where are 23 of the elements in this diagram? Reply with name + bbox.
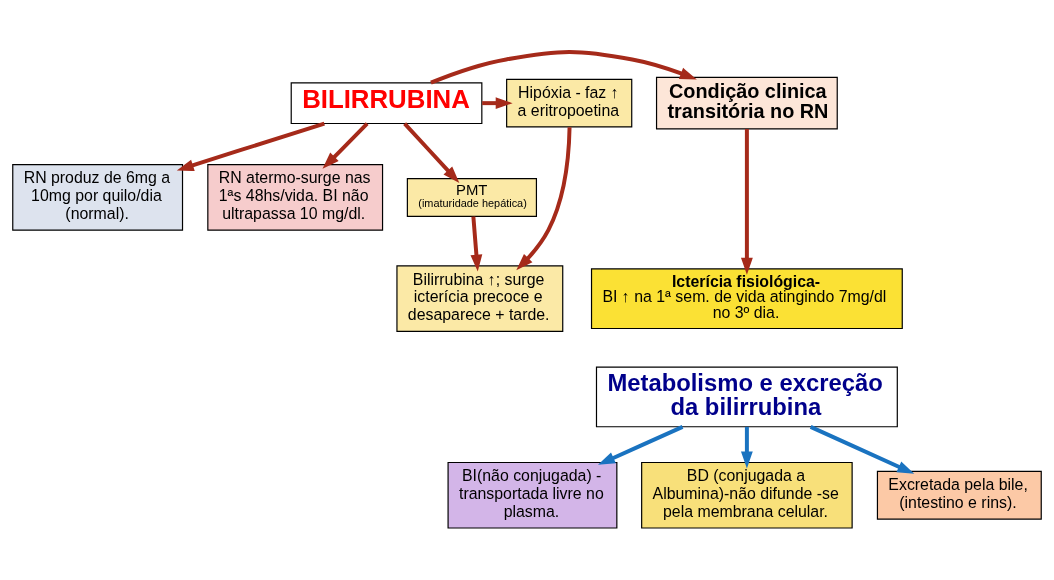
node-box: Condição clinica transitória no RN [655,76,838,130]
arrow [403,122,460,183]
node-box: Metabolismo e excreção da bilirrubina [595,366,898,428]
arrow [482,97,513,110]
node-box: BILIRRUBINA [290,82,483,125]
arrow [598,425,684,465]
node-box: RN produz de 6mg a 10mg por quilo/dia (normal). [12,164,184,231]
arrow [809,425,915,474]
arrow [740,426,753,469]
arrow [470,216,483,272]
arrow [322,122,369,169]
arrow [430,50,697,85]
node-box: Excretada pela bile, (intestino e rins). [876,470,1042,520]
node-box: Bilirrubina ↑; surge icterícia precoce e desaparece + tarde. [396,265,564,333]
node-box: RN atermo-surge nas 1ªs 48hs/vida. BI não ultrapassa 10 mg/dl. [207,164,384,231]
node-box: Hipóxia - faz ↑ a eritropoetina [506,78,633,128]
node-box: Icterícia fisiológica- BI ↑ na 1ª sem. de vida atingindo 7mg/dl no 3º dia. [590,268,903,330]
node-box: PMT (imaturidade hepática) [406,178,538,217]
arrow [740,129,753,275]
arrow [176,121,325,171]
node-box: BD (conjugada a Albumina)-não difunde -se pela membrana celular. [641,461,853,529]
node-box: BI(não conjugada) - transportada livre no plasma. [447,461,618,529]
arrow [516,127,572,271]
